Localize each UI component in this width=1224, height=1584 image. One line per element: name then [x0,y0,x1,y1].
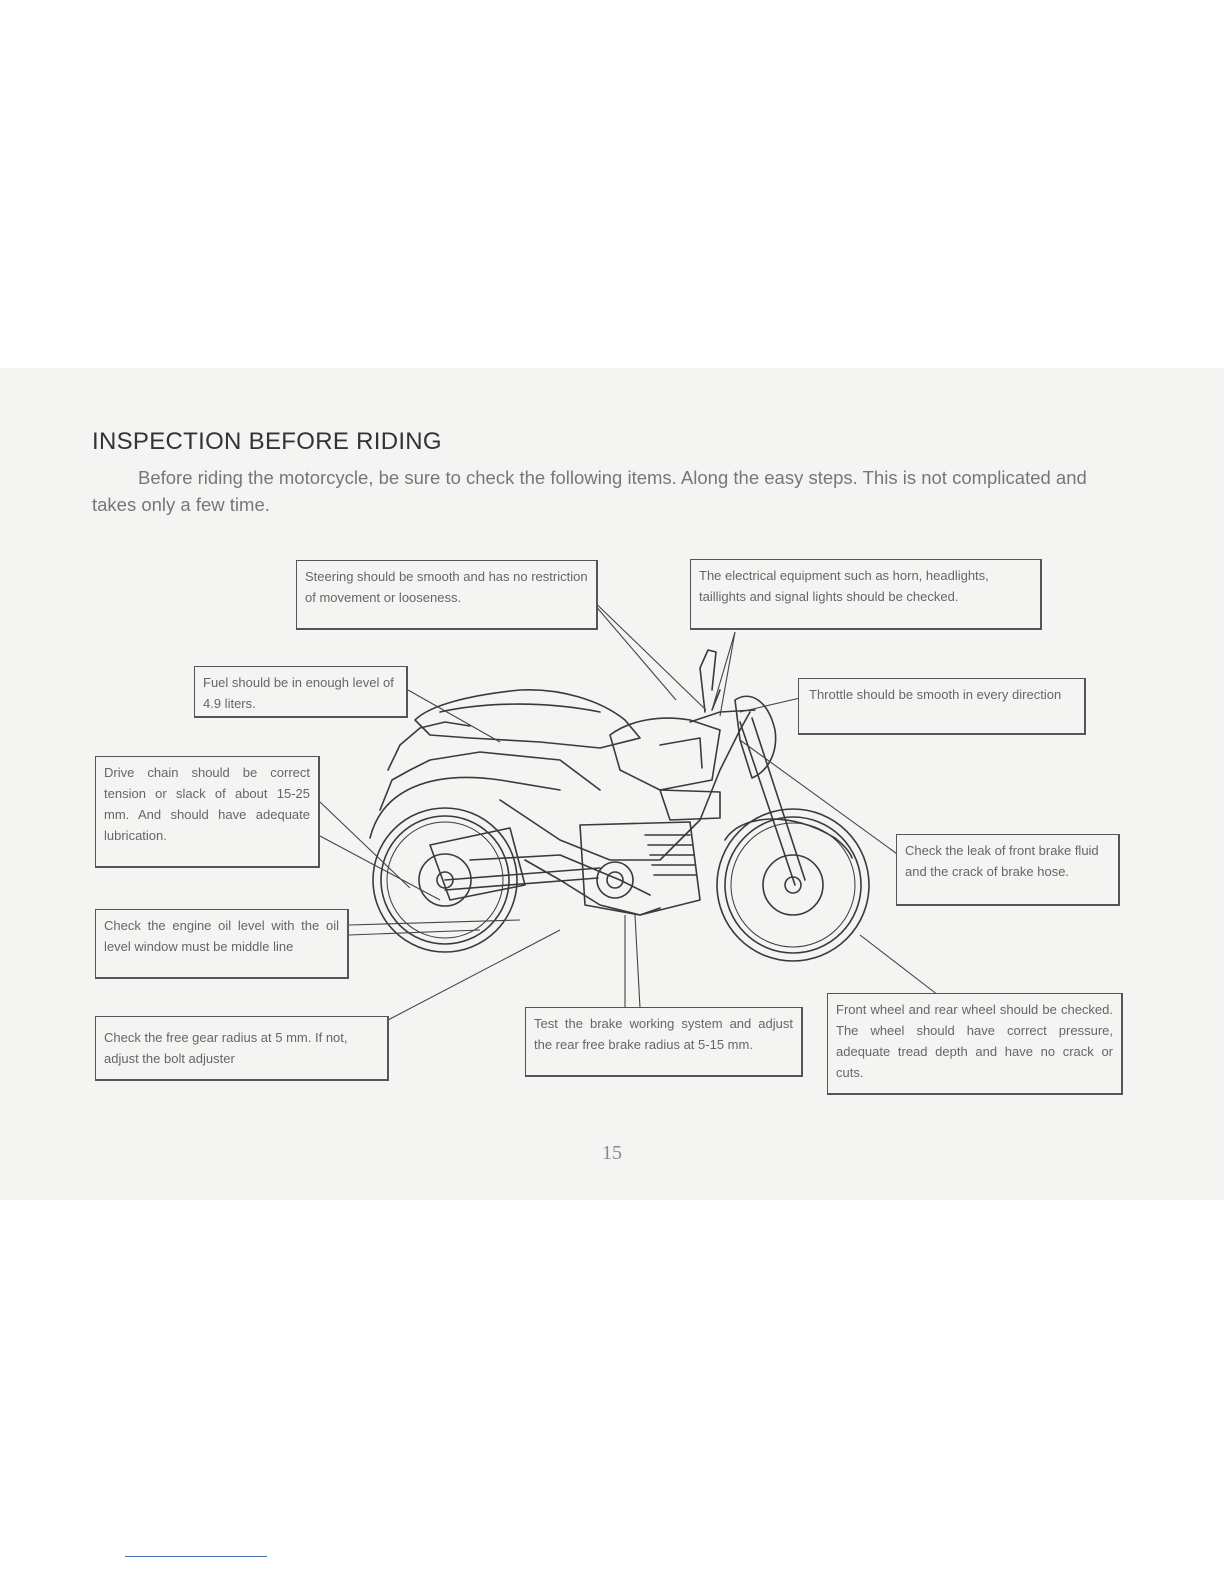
callout-engine-oil: Check the engine oil level with the oil … [95,909,349,979]
callout-throttle: Throttle should be smooth in every direc… [798,678,1086,735]
motorcycle-diagram [319,589,939,1021]
callout-steering: Steering should be smooth and has no res… [296,560,598,630]
mirror [699,649,717,713]
page-title: INSPECTION BEFORE RIDING [92,428,442,455]
exhaust [429,827,526,901]
fuel-tank [609,717,721,791]
frame [499,711,751,861]
front-fender [724,818,853,859]
callout-drive-chain: Drive chain should be correct tension or… [95,756,320,868]
tail-section [379,751,601,811]
page-number: 15 [602,1142,622,1164]
rear-fender [369,776,561,839]
headlight-fairing [734,695,777,779]
callout-fuel-level: Fuel should be in enough level of 4.9 li… [194,666,408,718]
engine [579,821,701,916]
front-wheel [716,808,870,962]
leader-lines [319,589,939,1021]
rear-wheel [372,807,518,953]
callout-wheels: Front wheel and rear wheel should be che… [827,993,1123,1095]
intro-paragraph: Before riding the motorcycle, be sure to… [92,467,1087,515]
footnote-rule [125,1556,267,1557]
callout-electrical-equipment: The electrical equipment such as horn, h… [690,559,1042,630]
front-fork [739,721,796,886]
callout-free-gear: Check the free gear radius at 5 mm. If n… [95,1016,389,1081]
callout-front-brake: Check the leak of front brake fluid and … [896,834,1120,906]
seat [414,688,641,749]
callout-rear-brake: Test the brake working system and adjust… [525,1007,803,1077]
